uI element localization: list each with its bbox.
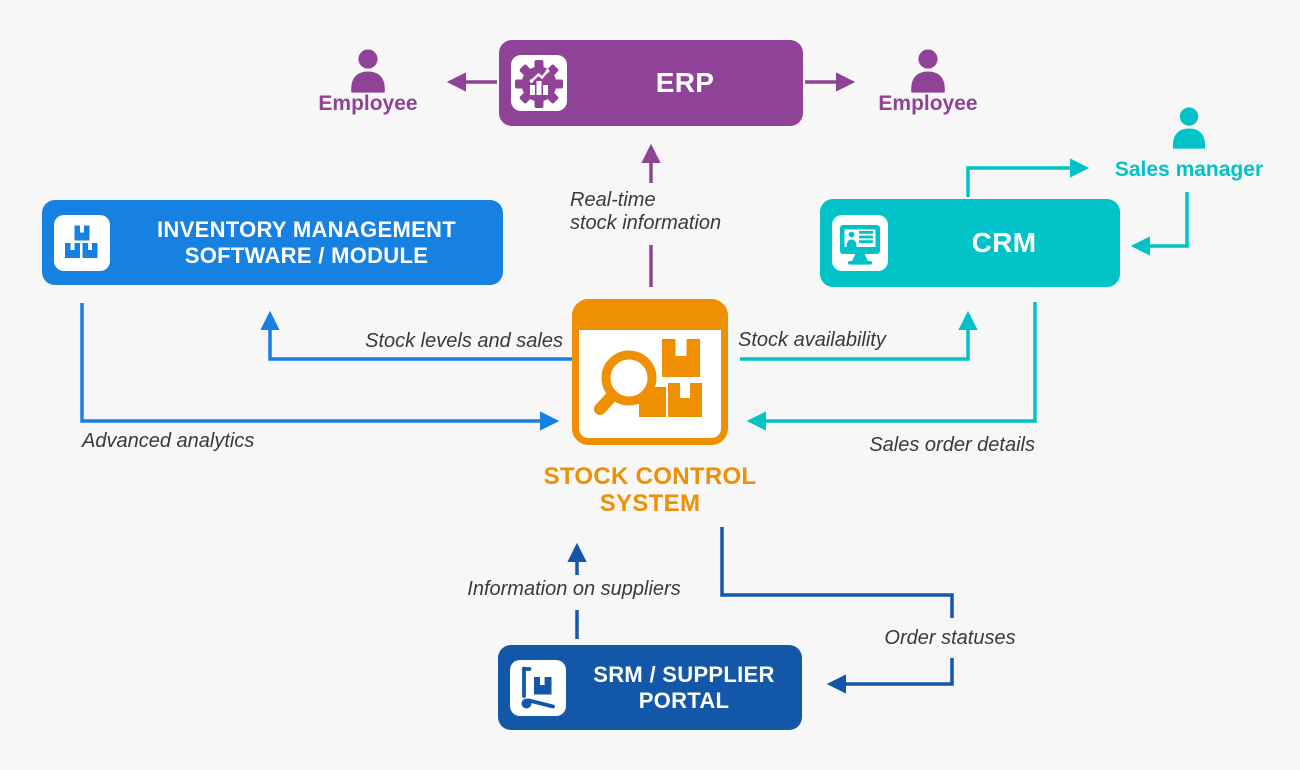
arrow-stock-to-srm-upper — [720, 527, 954, 618]
monitor-contacts-icon — [832, 215, 888, 271]
srm-node-label: SRM / SUPPLIER PORTAL — [566, 662, 802, 714]
edge-label-sales-order-details: Sales order details — [869, 434, 1035, 456]
stock-control-system-label: STOCK CONTROL SYSTEM — [520, 463, 780, 517]
crm-node-label: CRM — [971, 227, 1037, 259]
edge-label-real-time-stock-information: Real-time stock information — [570, 189, 721, 235]
node-crm: CRM — [820, 199, 1120, 287]
arrow-stock-to-srm-lower — [826, 658, 954, 694]
node-erp: ERP — [499, 40, 803, 126]
edge-label-stock-levels-and-sales: Stock levels and sales — [365, 330, 563, 352]
edge-label-information-on-suppliers: Information on suppliers — [467, 578, 681, 600]
inventory-node-label-line1: INVENTORY MANAGEMENT — [157, 216, 456, 242]
arrow-sales-manager-to-crm — [1130, 192, 1189, 256]
srm-node-label-line1: SRM / SUPPLIER — [593, 661, 775, 687]
inventory-node-label: INVENTORY MANAGEMENT SOFTWARE / MODULE — [110, 217, 503, 269]
node-srm-supplier-portal: SRM / SUPPLIER PORTAL — [498, 645, 802, 730]
sales-manager-person-icon — [1167, 106, 1211, 150]
arrow-crm-to-stock — [746, 302, 1037, 431]
edge-label-advanced-analytics: Advanced analytics — [82, 430, 255, 452]
hand-truck-icon — [510, 659, 566, 716]
node-inventory-management: INVENTORY MANAGEMENT SOFTWARE / MODULE — [42, 200, 503, 285]
stock-control-system-label-line2: SYSTEM — [599, 490, 701, 517]
stock-control-system-label-line1: STOCK CONTROL — [543, 463, 757, 490]
stock-control-system-icon — [572, 299, 728, 445]
employee-right-person-icon — [905, 48, 951, 94]
arrow-inventory-to-stock — [80, 303, 560, 431]
inventory-node-label-line2: SOFTWARE / MODULE — [184, 242, 429, 268]
employee-right-label: Employee — [878, 92, 978, 115]
arrow-stock-to-crm — [740, 310, 978, 361]
sales-manager-label: Sales manager — [1114, 158, 1264, 181]
edge-label-real-time-line2: stock information — [570, 212, 722, 234]
edge-label-real-time-line1: Real-time — [570, 189, 656, 211]
stacked-boxes-icon — [54, 214, 110, 271]
gear-chart-icon — [511, 55, 567, 111]
arrow-stock-to-inventory — [260, 310, 572, 361]
employee-left-label: Employee — [318, 92, 418, 115]
arrow-crm-to-sales-manager — [966, 158, 1090, 197]
srm-node-label-line2: PORTAL — [638, 687, 730, 713]
erp-node-label: ERP — [655, 67, 715, 99]
employee-left-person-icon — [345, 48, 391, 94]
edge-label-order-statuses: Order statuses — [884, 627, 1016, 649]
edge-label-stock-availability: Stock availability — [738, 329, 886, 351]
